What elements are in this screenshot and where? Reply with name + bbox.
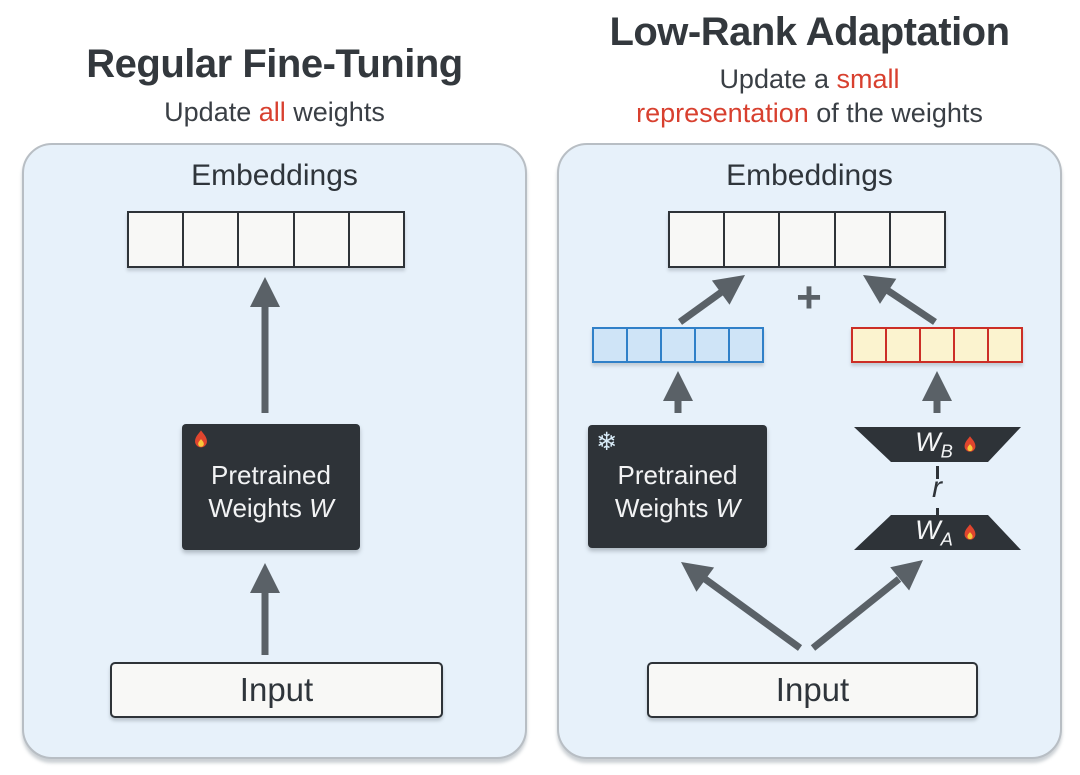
- vector-cell: [670, 213, 726, 266]
- vector-cell: [295, 213, 350, 266]
- matrix-symbol-w: W: [309, 493, 334, 523]
- arrowhead: [681, 562, 715, 592]
- matrix-subscript: B: [940, 440, 953, 462]
- right-subtitle-line2-post: of the weights: [808, 98, 983, 128]
- input-box: Input: [110, 662, 443, 718]
- matrix-symbol: W: [915, 514, 941, 545]
- vector-cell: [628, 329, 662, 361]
- vector-cell: [989, 329, 1021, 361]
- flame-icon: [190, 429, 212, 455]
- arrow-blue-to-embeddings: [677, 288, 726, 325]
- arrowhead: [863, 275, 897, 304]
- pretrained-weights-text: Pretrained Weights W: [182, 449, 360, 525]
- vector-cell: [129, 213, 185, 266]
- lora-output-vector: [851, 327, 1023, 363]
- pretrained-output-vector: [592, 327, 764, 363]
- pretrained-weights-box: Pretrained Weights W: [182, 424, 360, 550]
- left-subtitle: Update all weights: [22, 95, 527, 129]
- lora-a-label: WA: [864, 515, 1031, 550]
- pretrained-weights-label: Pretrained Weights: [208, 460, 331, 523]
- pretrained-weights-label: Pretrained Weights: [614, 459, 738, 523]
- left-subtitle-post: weights: [285, 97, 385, 127]
- arrowhead: [250, 277, 280, 307]
- rank-dashed-line-bottom: [936, 508, 939, 521]
- embeddings-label: Embeddings: [191, 159, 358, 192]
- right-title: Low-Rank Adaptation: [609, 10, 1010, 54]
- input-label: Input: [775, 671, 850, 708]
- plus-sign: +: [796, 273, 822, 322]
- arrowhead: [890, 560, 923, 591]
- vector-cell: [887, 329, 921, 361]
- vector-cell: [696, 329, 730, 361]
- arrowhead: [663, 371, 693, 401]
- matrix-symbol: W: [915, 426, 941, 457]
- vector-cell: [921, 329, 955, 361]
- embeddings-label: Embeddings: [726, 159, 893, 192]
- arrow-input-to-wa: [810, 576, 902, 651]
- flame-icon: [964, 435, 976, 452]
- vector-cell: [836, 213, 891, 266]
- right-subtitle-line1: Update a small: [557, 62, 1062, 96]
- low-rank-adaptation-panel: Embeddings +: [557, 143, 1062, 759]
- arrowhead: [711, 275, 745, 305]
- vector-cell: [853, 329, 887, 361]
- arrowhead: [922, 371, 952, 401]
- vector-cell: [184, 213, 240, 266]
- pretrained-weights-text: Pretrained Weights W: [588, 449, 767, 525]
- vector-cell: [891, 213, 944, 266]
- right-subtitle: Update a small representation of the wei…: [557, 62, 1062, 130]
- left-subtitle-highlight: all: [258, 97, 286, 127]
- arrow-input-to-weights: [702, 576, 803, 651]
- right-subtitle-line2-highlight: representation: [636, 98, 809, 128]
- vector-cell: [780, 213, 836, 266]
- lora-b-symbol: WB: [915, 427, 953, 462]
- input-label: Input: [239, 671, 314, 708]
- input-box: Input: [647, 662, 978, 718]
- matrix-subscript: A: [940, 528, 953, 550]
- arrow-yellow-to-embeddings: [885, 287, 937, 325]
- rank-dashed-line-top: [936, 466, 939, 479]
- regular-finetuning-panel: Embeddings Pretrained Weights W: [22, 143, 527, 759]
- left-title: Regular Fine-Tuning: [86, 42, 463, 86]
- right-subtitle-line2: representation of the weights: [557, 96, 1062, 130]
- vector-cell: [730, 329, 762, 361]
- embeddings-vector: [668, 211, 946, 268]
- snowflake-icon: ❄: [596, 428, 617, 456]
- pretrained-weights-box: ❄ Pretrained Weights W: [588, 425, 767, 548]
- flame-icon: [964, 523, 976, 540]
- vector-cell: [594, 329, 628, 361]
- rank-label: r: [932, 471, 942, 504]
- matrix-symbol-w: W: [715, 492, 741, 523]
- right-subtitle-line1-highlight: small: [836, 64, 900, 94]
- right-subtitle-line1-pre: Update a: [719, 64, 837, 94]
- embeddings-vector: [127, 211, 405, 268]
- vector-cell: [350, 213, 403, 266]
- lora-b-label: WB: [864, 427, 1031, 462]
- lora-a-symbol: WA: [915, 515, 953, 550]
- vector-cell: [239, 213, 295, 266]
- arrowhead: [250, 563, 280, 593]
- vector-cell: [725, 213, 781, 266]
- vector-cell: [955, 329, 989, 361]
- vector-cell: [662, 329, 696, 361]
- left-subtitle-pre: Update: [164, 97, 259, 127]
